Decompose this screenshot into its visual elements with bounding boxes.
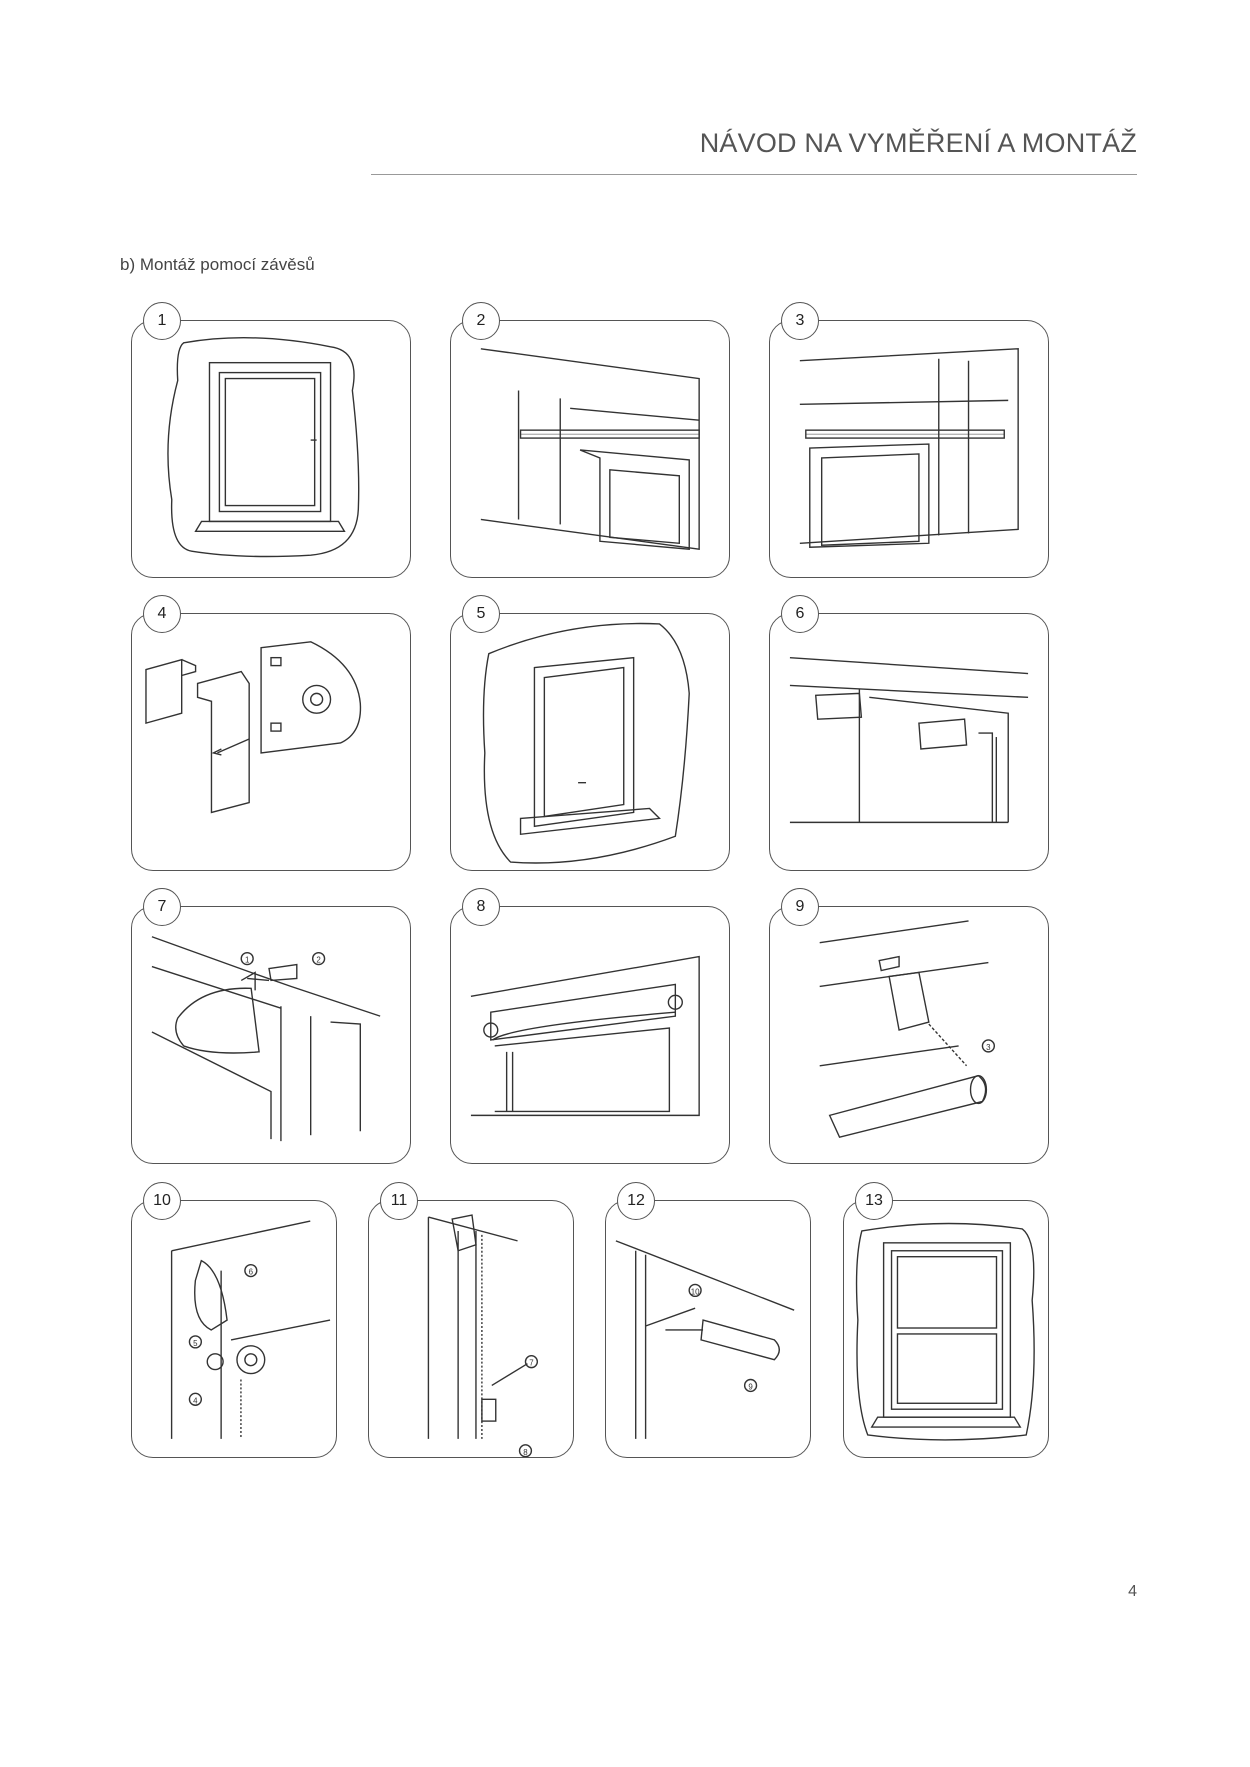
page-title: NÁVOD NA VYMĚŘENÍ A MONTÁŽ xyxy=(699,128,1137,158)
measuring-tape-icon xyxy=(799,348,1019,548)
step-panel-13: 13 xyxy=(843,1182,1049,1458)
title-divider xyxy=(371,174,1137,175)
step-panel-9: 3 9 xyxy=(769,888,1049,1164)
step-number-badge: 1 xyxy=(143,302,181,340)
step-number-badge: 13 xyxy=(855,1182,893,1220)
step-panel-8: 8 xyxy=(450,888,730,1164)
callout-label: 3 xyxy=(986,1043,991,1052)
step-number-badge: 12 xyxy=(617,1182,655,1220)
step-panel-5: 5 xyxy=(450,595,730,871)
step-panel-7: 1 2 7 xyxy=(131,888,411,1164)
section-subtitle: b) Montáž pomocí závěsů xyxy=(120,255,315,274)
step-number-badge: 11 xyxy=(380,1182,418,1220)
step-panel-10: 6 5 4 10 xyxy=(131,1182,337,1458)
step-number-badge: 4 xyxy=(143,595,181,633)
roller-blind-icon xyxy=(470,955,700,1117)
bracket-hook-icon: 1 2 xyxy=(151,936,381,1142)
finished-blind-icon xyxy=(855,1222,1035,1441)
step-number-badge: 7 xyxy=(143,888,181,926)
step-panel-3: 3 xyxy=(769,302,1049,578)
step-number-badge: 10 xyxy=(143,1182,181,1220)
chain-mechanism-icon: 6 5 4 xyxy=(170,1220,331,1439)
callout-label: 2 xyxy=(316,956,320,965)
step-number-badge: 8 xyxy=(462,888,500,926)
step-panel-4: 4 xyxy=(131,595,411,871)
step-panel-11: 7 8 11 xyxy=(368,1182,574,1458)
callout-label: 9 xyxy=(748,1382,753,1391)
measuring-tape-icon xyxy=(480,348,700,551)
callout-label: 7 xyxy=(529,1359,533,1368)
step-number-badge: 6 xyxy=(781,595,819,633)
page-number: 4 xyxy=(1128,1583,1137,1600)
step-panel-12: 10 9 12 xyxy=(605,1182,811,1458)
screwdriver-icon: 10 9 xyxy=(615,1240,795,1439)
roller-tube-icon: 3 xyxy=(819,920,996,1139)
window-frame-icon xyxy=(167,337,360,558)
step-number-badge: 9 xyxy=(781,888,819,926)
step-panel-2: 2 xyxy=(450,302,730,578)
callout-label: 4 xyxy=(193,1396,198,1405)
callout-label: 5 xyxy=(193,1339,198,1348)
callout-label: 1 xyxy=(245,956,250,965)
chain-guide-icon: 7 8 xyxy=(427,1214,539,1457)
bracket-mount-icon xyxy=(789,656,1029,824)
bracket-assembly-icon xyxy=(145,641,362,814)
open-window-icon xyxy=(482,622,690,864)
step-panel-6: 6 xyxy=(769,595,1049,871)
callout-label: 10 xyxy=(691,1287,700,1296)
step-number-badge: 2 xyxy=(462,302,500,340)
callout-label: 6 xyxy=(249,1268,254,1277)
step-panel-1: 1 xyxy=(131,302,411,578)
callout-label: 8 xyxy=(523,1448,528,1457)
step-number-badge: 5 xyxy=(462,595,500,633)
step-number-badge: 3 xyxy=(781,302,819,340)
